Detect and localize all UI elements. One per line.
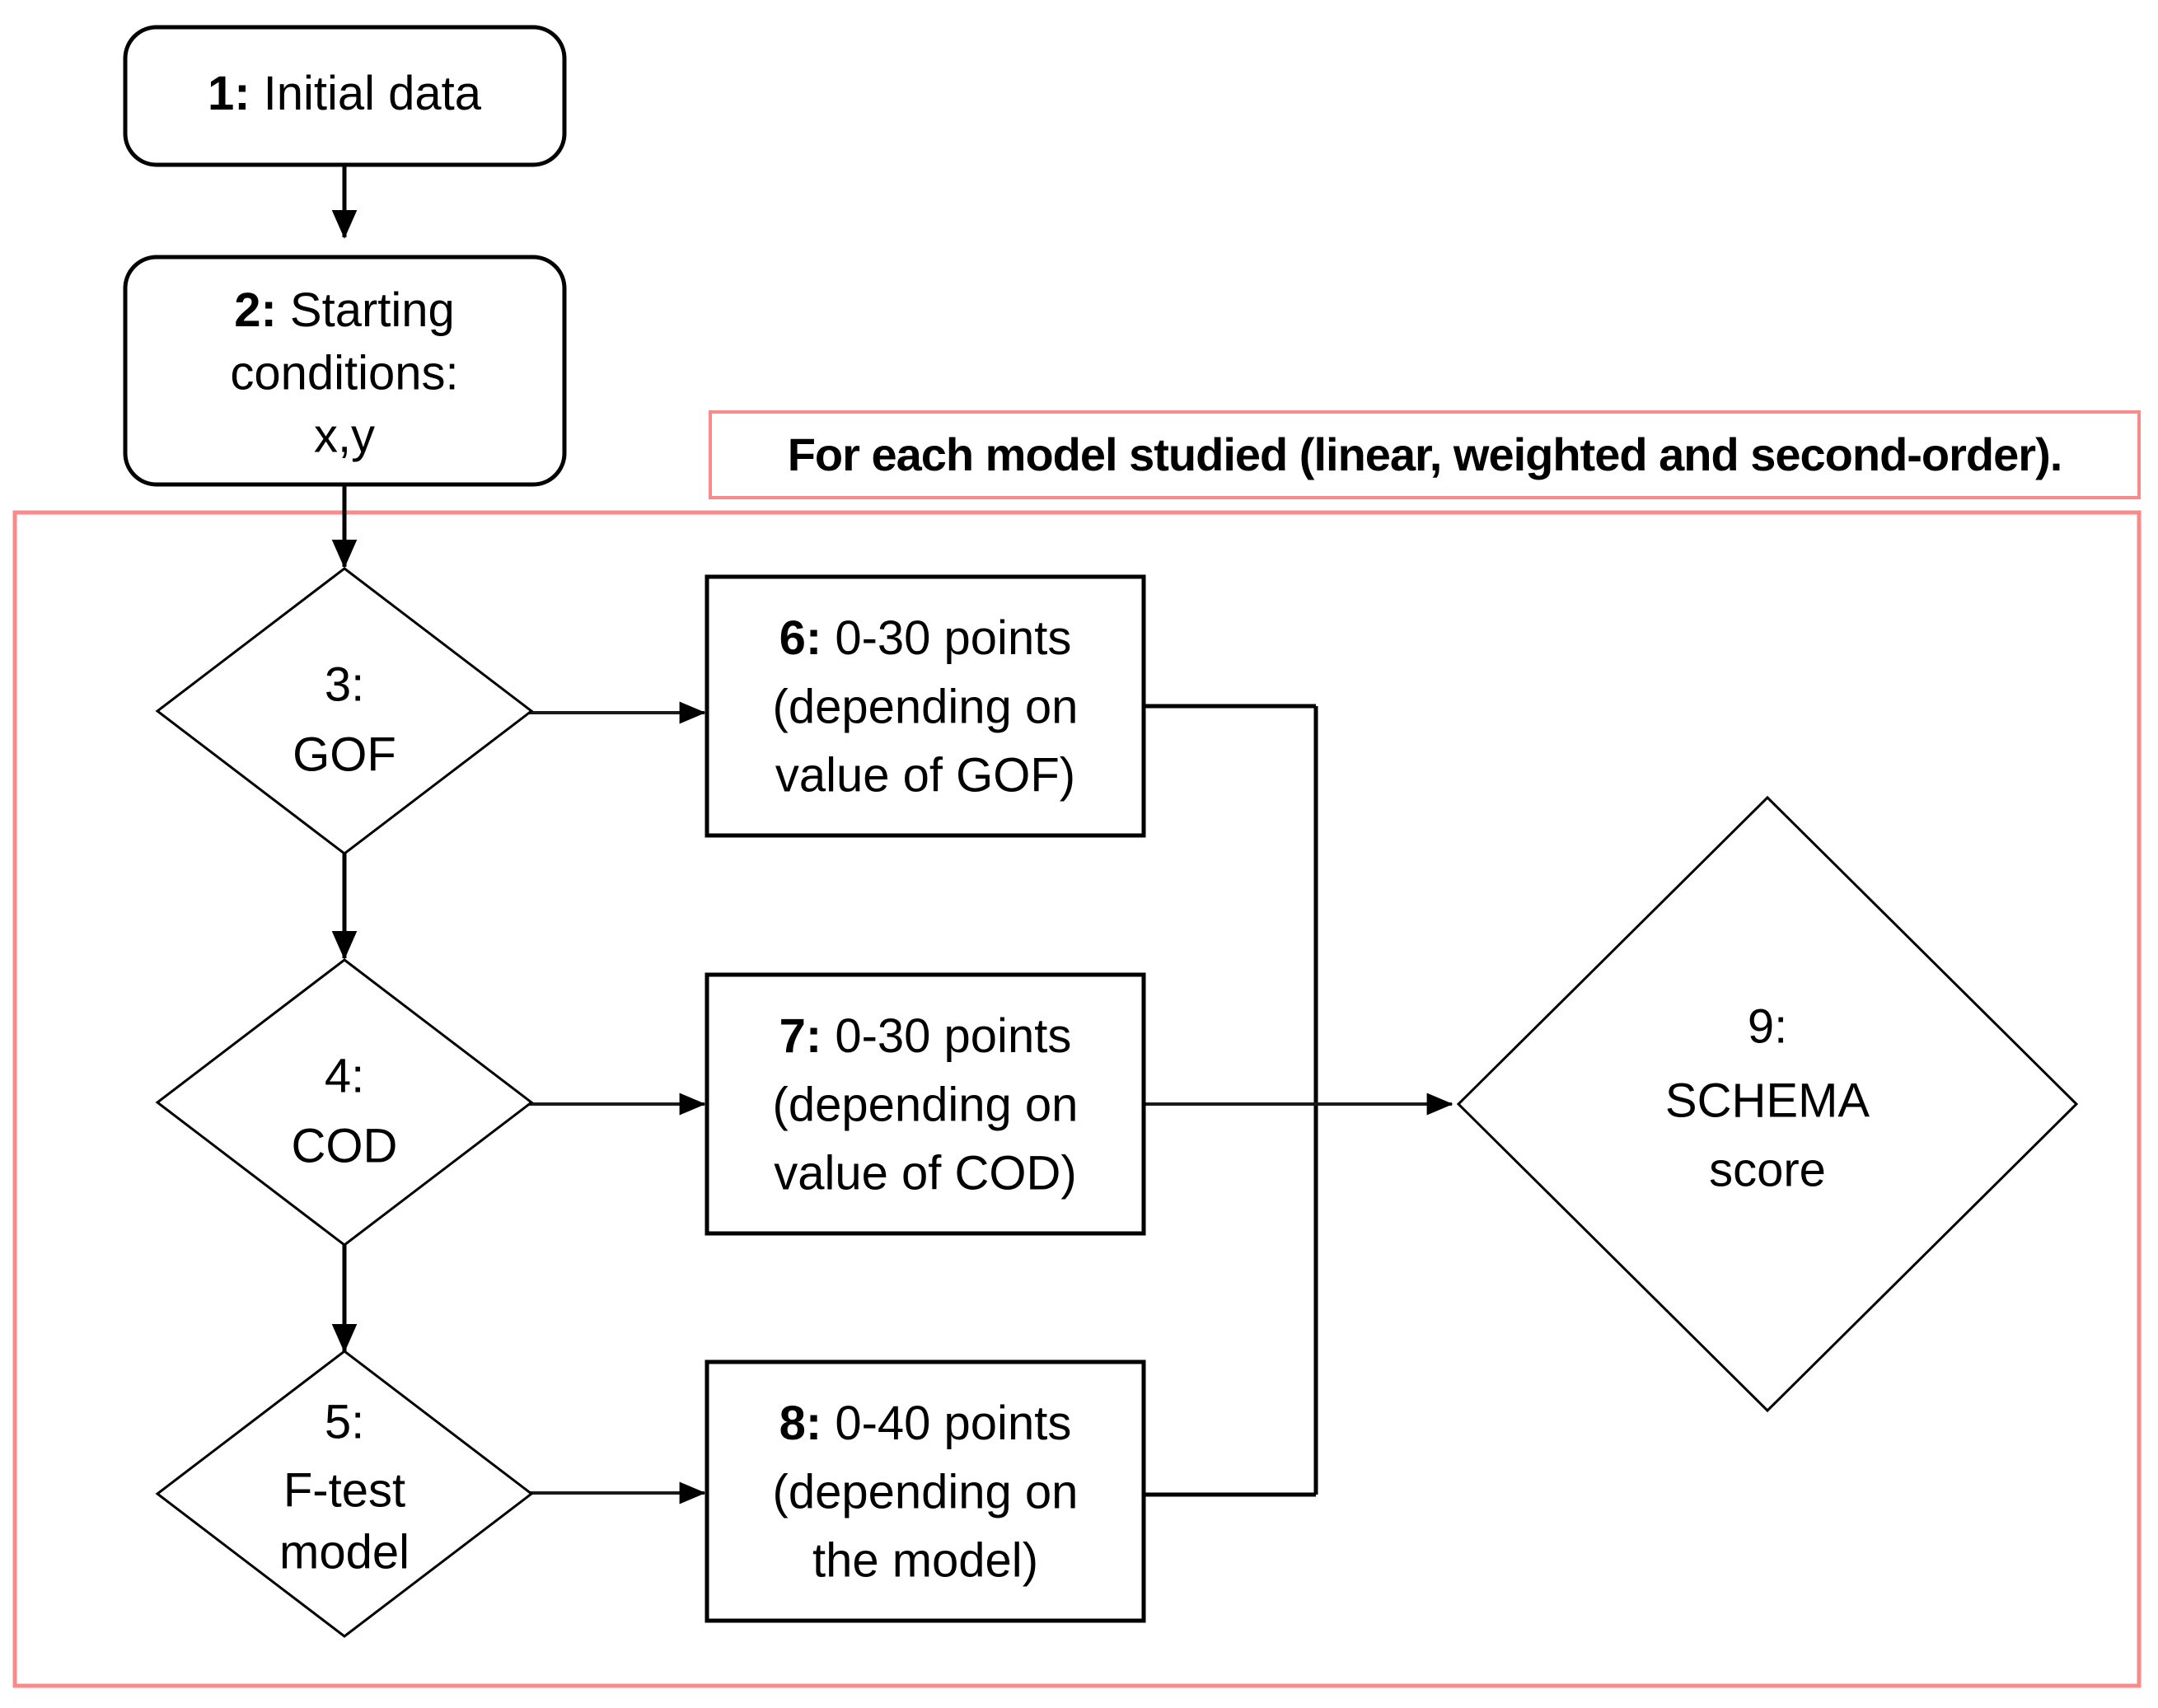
node-9-schema-score[interactable]: 9: SCHEMA score: [1456, 795, 2079, 1413]
node-7-label-line1: 7: 0-30 points: [779, 1009, 1072, 1063]
node-7-label-line2: (depending on: [773, 1078, 1079, 1131]
node-1-label: 1: Initial data: [208, 67, 482, 120]
node-8-label-line2: (depending on: [773, 1465, 1079, 1518]
node-1-initial-data[interactable]: 1: Initial data: [123, 25, 567, 167]
node-2-label-line1: 2: Starting: [234, 283, 455, 337]
node-5-label-line2: model: [279, 1525, 410, 1579]
node-2-shape: [123, 255, 567, 487]
node-1-shape: [123, 25, 567, 167]
node-6-gof-points[interactable]: 6: 0-30 points (depending on value of GO…: [705, 574, 1146, 838]
node-6-label-line3: value of GOF): [775, 748, 1075, 802]
node-3-number: 3:: [325, 657, 364, 711]
node-8-model-points[interactable]: 8: 0-40 points (depending on the model): [705, 1359, 1146, 1623]
node-6-label-line2: (depending on: [773, 680, 1079, 733]
node-3-label: GOF: [293, 728, 396, 781]
node-7-cod-points[interactable]: 7: 0-30 points (depending on value of CO…: [705, 972, 1146, 1236]
node-8-shape: [705, 1359, 1146, 1623]
node-2-starting-conditions[interactable]: 2: Starting conditions: x,y: [123, 255, 567, 487]
node-9-label-line1: SCHEMA: [1665, 1074, 1870, 1127]
node-4-cod[interactable]: 4: COD: [155, 958, 534, 1247]
banner-box: For each model studied (linear, weighted…: [709, 410, 2141, 499]
node-5-shape: [155, 1350, 534, 1638]
node-9-shape: [1456, 795, 2079, 1413]
node-4-shape: [155, 958, 534, 1247]
banner-label: For each model studied (linear, weighted…: [788, 428, 2062, 480]
node-8-label-line1: 8: 0-40 points: [779, 1397, 1072, 1450]
node-4-number: 4:: [325, 1049, 364, 1102]
node-7-shape: [705, 972, 1146, 1236]
node-7-label-line3: value of COD): [774, 1146, 1076, 1200]
model-group-frame: [12, 510, 2142, 1688]
node-3-gof[interactable]: 3: GOF: [155, 567, 534, 855]
node-5-label-line1: F-test: [283, 1463, 405, 1517]
node-2-label-line2: conditions:: [230, 346, 458, 400]
node-4-label: COD: [292, 1119, 398, 1172]
node-3-shape: [155, 567, 534, 855]
node-9-number: 9:: [1748, 999, 1787, 1053]
node-5-number: 5:: [325, 1395, 364, 1448]
node-6-shape: [705, 574, 1146, 838]
node-9-label-line2: score: [1709, 1143, 1826, 1196]
node-6-label-line1: 6: 0-30 points: [779, 611, 1072, 665]
node-2-label-line3: x,y: [314, 409, 375, 462]
node-8-label-line3: the model): [812, 1533, 1038, 1587]
node-5-f-test-model[interactable]: 5: F-test model: [155, 1350, 534, 1638]
